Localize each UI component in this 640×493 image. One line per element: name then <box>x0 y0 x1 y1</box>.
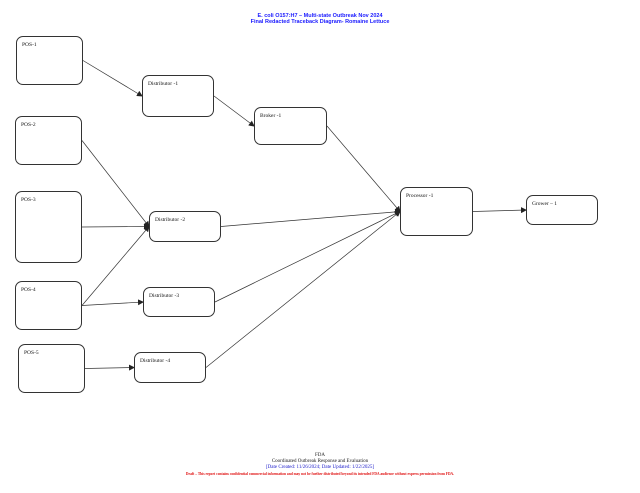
node-label: Distributor -1 <box>148 81 179 87</box>
node-label: Processor -1 <box>406 193 434 199</box>
node-pos-3[interactable]: POS-3 <box>15 191 82 263</box>
node-label: Broker -1 <box>260 113 282 119</box>
edge-distributor2-to-processor1 <box>220 208 401 227</box>
footer-dates: [Date Created: 11/26/2024; Date Updated:… <box>266 465 374 470</box>
edge-pos3-to-distributor2 <box>81 223 150 230</box>
edge-distributor4-to-processor1 <box>205 210 401 368</box>
edge-processor1-to-grower1 <box>472 207 527 214</box>
node-distributor-4[interactable]: Distributor -4 <box>134 352 206 383</box>
edge-distributor3-to-processor1 <box>214 211 401 303</box>
node-pos-4[interactable]: POS-4 <box>15 281 82 330</box>
node-label: Distributor -3 <box>149 293 180 299</box>
node-label: POS-4 <box>21 287 36 293</box>
node-label: POS-3 <box>21 197 36 203</box>
node-label: Distributor -4 <box>140 358 171 364</box>
edge-distributor1-to-broker1 <box>213 95 255 127</box>
edge-pos4-to-distributor3 <box>81 299 144 306</box>
node-distributor-2[interactable]: Distributor -2 <box>149 211 221 242</box>
diagram-subtitle: Final Redacted Traceback Diagram- Romain… <box>250 19 390 25</box>
node-grower-1[interactable]: Grower – 1 <box>526 195 598 225</box>
edge-pos4-to-distributor2 <box>81 225 150 306</box>
footer-disclaimer: Draft – This report contains confidentia… <box>185 472 455 476</box>
node-processor-1[interactable]: Processor -1 <box>400 187 473 236</box>
edge-pos5-to-distributor4 <box>84 364 135 371</box>
node-distributor-3[interactable]: Distributor -3 <box>143 287 215 317</box>
node-label: Grower – 1 <box>532 201 558 207</box>
node-label: POS-5 <box>24 350 39 356</box>
node-distributor-1[interactable]: Distributor -1 <box>142 75 214 117</box>
node-pos-5[interactable]: POS-5 <box>18 344 85 393</box>
edge-pos2-to-distributor2 <box>81 140 150 228</box>
edge-broker1-to-processor1 <box>326 125 401 213</box>
footer-agency: FDA <box>314 453 325 458</box>
node-label: POS-2 <box>21 122 36 128</box>
node-label: Distributor -2 <box>155 217 186 223</box>
node-pos-1[interactable]: POS-1 <box>16 36 83 85</box>
edge-pos1-to-distributor1 <box>82 60 143 97</box>
diagram-title: E. coli O157:H7 – Multi-state Outbreak N… <box>257 13 383 19</box>
footer-team: Coordinated Outbreak Response and Evalua… <box>271 459 369 464</box>
node-pos-2[interactable]: POS-2 <box>15 116 82 165</box>
node-broker-1[interactable]: Broker -1 <box>254 107 327 145</box>
node-label: POS-1 <box>22 42 37 48</box>
